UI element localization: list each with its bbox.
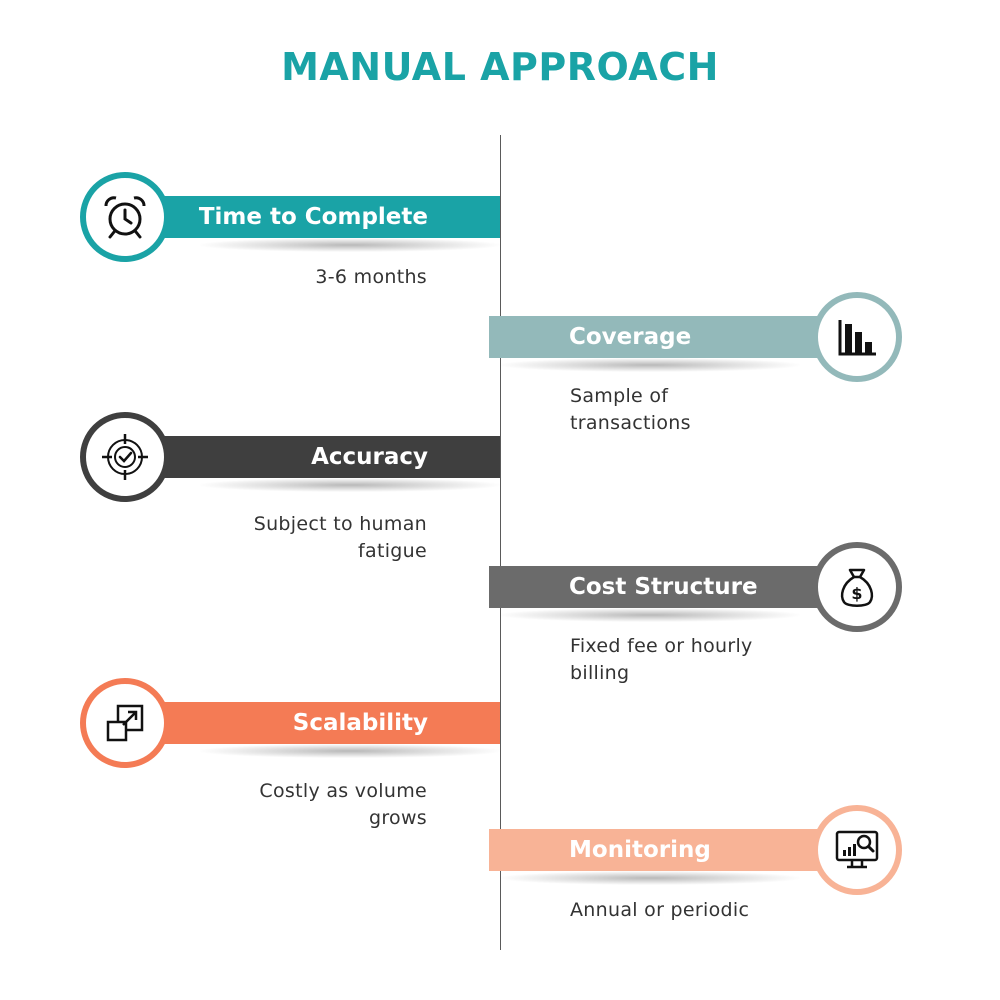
alarm-clock-icon xyxy=(104,196,146,239)
timeline-axis xyxy=(500,135,501,950)
bar-label: Accuracy xyxy=(311,444,428,470)
svg-text:$: $ xyxy=(851,584,862,603)
icon-circle xyxy=(812,292,902,382)
page-title: MANUAL APPROACH xyxy=(281,45,719,89)
bar-chart-icon xyxy=(838,320,876,356)
bar-coverage: Coverage xyxy=(489,316,859,358)
icon-circle: $ xyxy=(812,542,902,632)
item-description: Annual or periodic xyxy=(570,899,750,921)
bar-label: Monitoring xyxy=(569,837,711,863)
item-description: Costly as volume grows xyxy=(259,780,427,829)
bar-label: Coverage xyxy=(569,324,692,350)
bar-label: Time to Complete xyxy=(198,204,428,230)
item-description: Fixed fee or hourly billing xyxy=(570,635,753,684)
expand-icon xyxy=(106,704,144,742)
icon-circle xyxy=(80,678,170,768)
icon-circle xyxy=(812,805,902,895)
bar-accuracy: Accuracy xyxy=(120,436,500,478)
money-bag-icon: $ xyxy=(840,568,874,607)
bar-scalability: Scalability xyxy=(120,702,500,744)
item-description: Sample of transactions xyxy=(570,385,691,434)
item-description: 3-6 months xyxy=(315,266,427,288)
bar-shadow xyxy=(500,358,800,372)
bar-label: Cost Structure xyxy=(569,574,758,600)
bar-shadow xyxy=(500,871,800,885)
bar-shadow xyxy=(200,238,500,252)
monitor-search-icon xyxy=(835,830,879,869)
bar-time-to-complete: Time to Complete xyxy=(120,196,500,238)
icon-circle xyxy=(80,412,170,502)
bar-monitoring: Monitoring xyxy=(489,829,859,871)
icon-circle xyxy=(80,172,170,262)
item-description: Subject to human fatigue xyxy=(253,513,427,562)
bar-shadow xyxy=(200,478,500,492)
target-check-icon xyxy=(102,434,148,480)
bar-cost-structure: Cost Structure xyxy=(489,566,859,608)
bar-shadow xyxy=(200,744,500,758)
bar-label: Scalability xyxy=(292,710,428,736)
bar-shadow xyxy=(500,608,800,622)
